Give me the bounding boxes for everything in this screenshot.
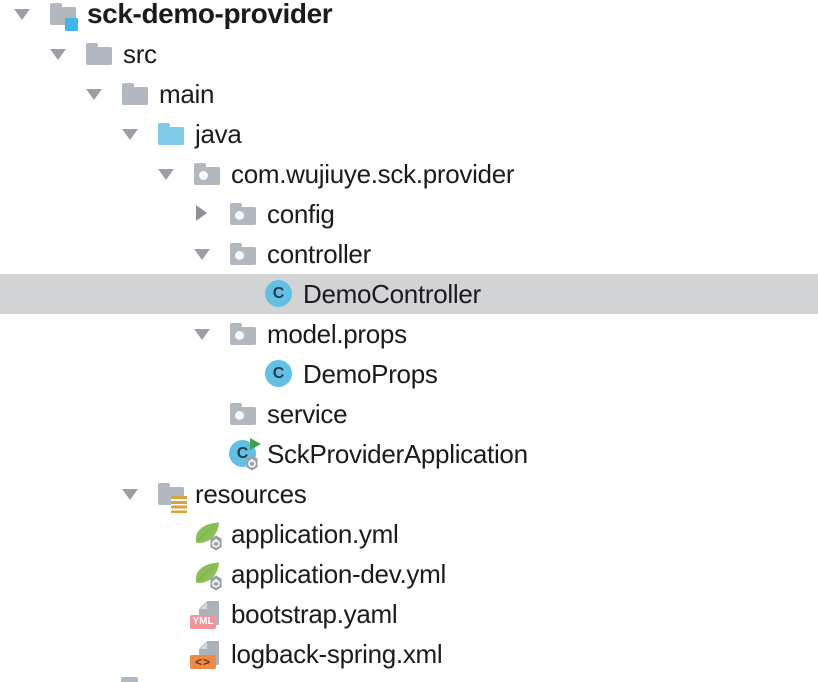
tree-item-label: bootstrap.yaml: [231, 598, 398, 629]
tree-item-label: com.wujiuye.sck.provider: [231, 158, 515, 189]
config-gear-icon: [210, 535, 222, 551]
resources-folder-icon: [157, 480, 187, 513]
chevron-icon[interactable]: [194, 200, 229, 228]
tree-row[interactable]: com.wujiuye.sck.provider: [0, 154, 818, 194]
source-folder-icon: [157, 120, 185, 148]
tree-row[interactable]: service: [0, 394, 818, 434]
tree-item-label: config: [267, 198, 335, 229]
package-folder-icon: [193, 160, 221, 188]
project-folder-icon: [49, 0, 78, 31]
package-folder-icon: [229, 320, 257, 348]
chevron-icon[interactable]: [50, 40, 85, 68]
project-badge: [65, 18, 78, 31]
folder-icon: [85, 40, 113, 68]
tree-row[interactable]: C DemoController: [0, 274, 818, 314]
tree-item-label: application.yml: [231, 518, 399, 549]
tree-row[interactable]: java: [0, 114, 818, 154]
package-folder-icon: [229, 400, 257, 428]
class-circle: C: [265, 280, 292, 307]
class-icon: C: [265, 280, 293, 308]
tree-row[interactable]: C DemoProps: [0, 354, 818, 394]
chevron-icon[interactable]: [194, 240, 229, 268]
run-icon: [250, 438, 261, 450]
class-circle: C: [265, 360, 292, 387]
spring-leaf-icon: [195, 562, 219, 583]
tree-row[interactable]: config: [0, 194, 818, 234]
tree-row[interactable]: main: [0, 74, 818, 114]
chevron-icon[interactable]: [194, 320, 229, 348]
runnable-class-icon: C: [229, 438, 261, 471]
tree-item-label: DemoController: [303, 278, 481, 309]
chevron-icon: [158, 640, 193, 668]
spring-leaf-icon: [195, 522, 219, 543]
chevron-icon[interactable]: [86, 80, 121, 108]
tree-row[interactable]: controller: [0, 234, 818, 274]
tree-row[interactable]: <> logback-spring.xml: [0, 634, 818, 674]
tree-row[interactable]: C SckProviderApplication: [0, 434, 818, 474]
tree-item-label: SckProviderApplication: [267, 438, 528, 469]
spring-config-icon: [193, 560, 222, 591]
xml-file-icon: <>: [190, 640, 221, 669]
package-dot: [199, 171, 208, 180]
tree-item-label: application-dev.yml: [231, 558, 446, 589]
chevron-icon: [158, 560, 193, 588]
config-gear-icon: [246, 455, 258, 471]
tree-row[interactable]: src: [0, 34, 818, 74]
tree-item-label: logback-spring.xml: [231, 638, 443, 669]
package-dot: [235, 331, 244, 340]
chevron-icon[interactable]: [158, 160, 193, 188]
xml-badge: <>: [190, 655, 216, 669]
chevron-icon: [158, 600, 193, 628]
package-dot: [235, 211, 244, 220]
tree-item-label: main: [159, 78, 215, 109]
tree-item-label: controller: [267, 238, 371, 269]
tree-row[interactable]: application-dev.yml: [0, 554, 818, 594]
tree-item-label: src: [123, 38, 157, 69]
yml-badge: YML: [190, 615, 216, 629]
class-icon: C: [265, 360, 293, 388]
tree-row[interactable]: sck-demo-provider: [0, 0, 818, 34]
chevron-icon: [230, 280, 265, 308]
yml-file-icon: YML: [190, 600, 221, 629]
chevron-icon[interactable]: [122, 480, 157, 508]
package-dot: [235, 251, 244, 260]
chevron-icon: [194, 400, 229, 428]
tree-item-label: model.props: [267, 318, 407, 349]
package-folder-icon: [229, 240, 257, 268]
chevron-icon: [158, 520, 193, 548]
chevron-icon: [194, 440, 229, 468]
tree-item-label: sck-demo-provider: [87, 0, 333, 29]
spring-config-icon: [193, 520, 222, 551]
tree-row[interactable]: YML bootstrap.yaml: [0, 594, 818, 634]
chevron-icon: [230, 360, 265, 388]
tree-row[interactable]: model.props: [0, 314, 818, 354]
tree-item-label: DemoProps: [303, 358, 438, 389]
tree-item-label: resources: [195, 478, 307, 509]
tree-row[interactable]: application.yml: [0, 514, 818, 554]
tree-item-label: java: [195, 118, 242, 149]
package-folder-icon: [229, 200, 257, 228]
resources-badge: [171, 496, 187, 513]
folder-icon: [121, 80, 149, 108]
tree-row[interactable]: resources: [0, 474, 818, 514]
tree-item-label: service: [267, 398, 348, 429]
config-gear-icon: [210, 575, 222, 591]
chevron-icon[interactable]: [122, 120, 157, 148]
partial-folder-icon: [121, 677, 138, 682]
chevron-icon[interactable]: [14, 0, 49, 28]
package-dot: [235, 411, 244, 420]
